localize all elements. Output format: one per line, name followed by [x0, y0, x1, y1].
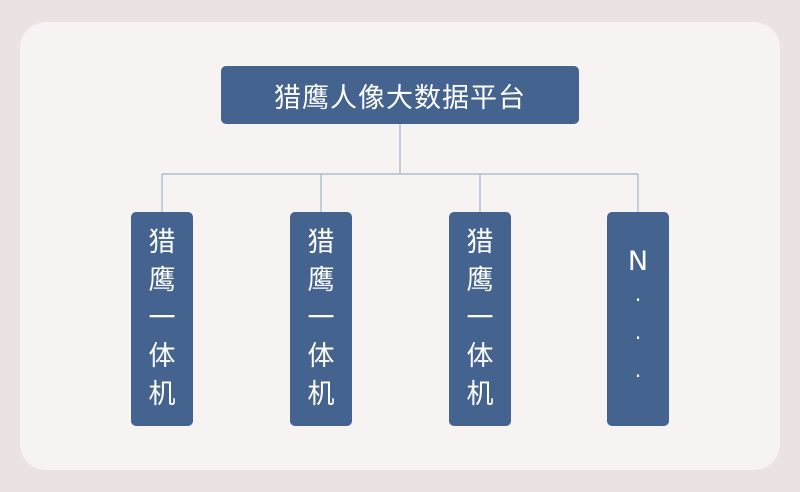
child-node-char: 体: [148, 341, 176, 372]
root-node-label: 猎鹰人像大数据平台: [274, 82, 526, 114]
child-node-char: 猎: [466, 227, 494, 258]
child-node-n: N · · ·: [607, 212, 669, 426]
child-node-char: 一: [466, 303, 494, 334]
child-node-char: 猎: [307, 227, 335, 258]
child-node-ellipsis-dot: ·: [634, 288, 642, 312]
child-node-1: 猎 鹰 一 体 机: [131, 212, 193, 426]
child-node-char: 鹰: [148, 265, 176, 296]
root-node: 猎鹰人像大数据平台: [221, 66, 579, 124]
child-node-3: 猎 鹰 一 体 机: [449, 212, 511, 426]
child-node-char: 体: [307, 341, 335, 372]
child-node-ellipsis-dot: ·: [634, 326, 642, 350]
child-node-char: 机: [466, 379, 494, 410]
child-node-char: 体: [466, 341, 494, 372]
child-node-char: N: [627, 246, 649, 277]
child-node-char: 鹰: [466, 265, 494, 296]
child-node-char: 机: [307, 379, 335, 410]
child-node-char: 机: [148, 379, 176, 410]
child-node-ellipsis-dot: ·: [634, 364, 642, 388]
child-node-char: 一: [148, 303, 176, 334]
child-node-2: 猎 鹰 一 体 机: [290, 212, 352, 426]
child-node-char: 猎: [148, 227, 176, 258]
child-node-char: 鹰: [307, 265, 335, 296]
child-node-char: 一: [307, 303, 335, 334]
